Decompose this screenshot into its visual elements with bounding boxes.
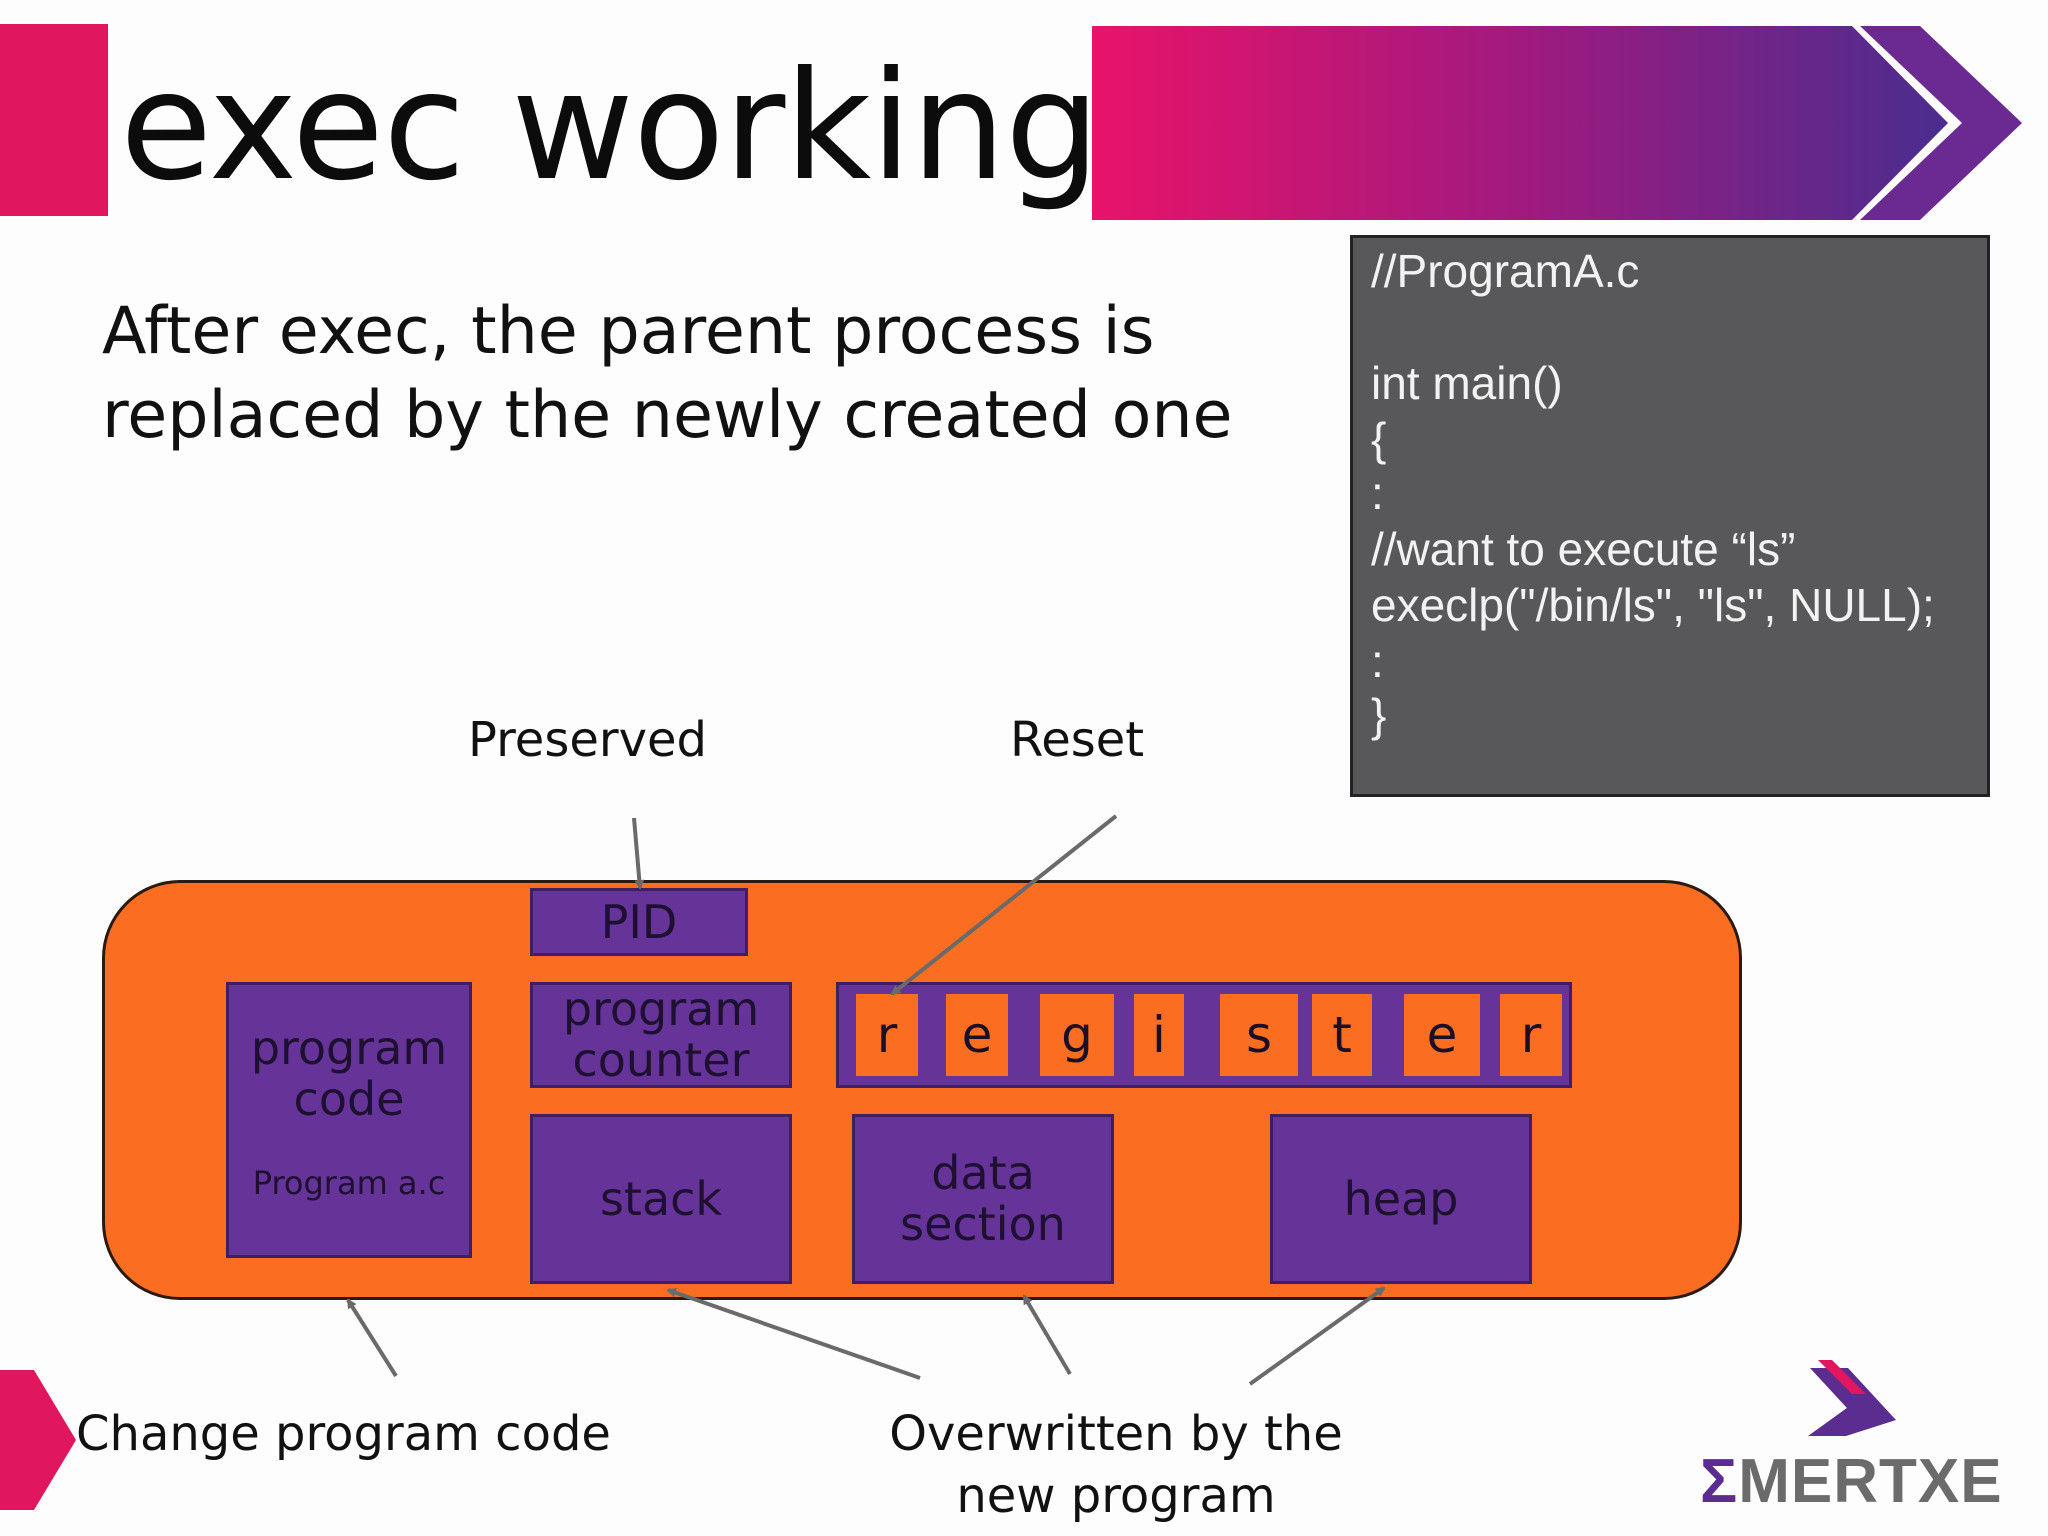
- stack-arrow: [666, 1287, 921, 1380]
- stack-label: stack: [599, 1171, 723, 1226]
- data-section-box: data section: [852, 1114, 1114, 1284]
- code-line: execlp("/bin/ls", "ls", NULL);: [1371, 579, 1935, 631]
- title-accent-bar: [0, 24, 108, 216]
- register-cell: r: [1500, 994, 1562, 1076]
- program-file-label: Program a.c: [252, 1164, 446, 1203]
- code-snippet-box: //ProgramA.c int main() { : //want to ex…: [1350, 235, 1990, 797]
- slide-subtitle: After exec, the parent process is replac…: [102, 290, 1233, 458]
- register-cell: s: [1220, 994, 1298, 1076]
- logo-chevron-icon: [1808, 1360, 1896, 1436]
- heap-label: heap: [1343, 1171, 1459, 1226]
- emertxe-logo: ΣMERTXE: [1690, 1360, 2030, 1520]
- register-cell: e: [1404, 994, 1480, 1076]
- program-code-box: program code Program a.c: [226, 982, 472, 1258]
- pid-label: PID: [600, 894, 678, 949]
- register-cell: e: [946, 994, 1008, 1076]
- stack-box: stack: [530, 1114, 792, 1284]
- register-cell: i: [1134, 994, 1184, 1076]
- subtitle-line-2: replaced by the newly created one: [102, 378, 1233, 453]
- code-line: }: [1371, 689, 1387, 741]
- register-cell: t: [1312, 994, 1372, 1076]
- code-line: //ProgramA.c: [1371, 245, 1640, 297]
- data-section-label-2: section: [900, 1197, 1066, 1251]
- logo-text: MERTXE: [1738, 1447, 2003, 1516]
- pid-box: PID: [530, 888, 748, 956]
- program-counter-label-2: counter: [572, 1033, 750, 1087]
- code-line: int main(): [1371, 357, 1563, 409]
- data-section-label-1: data: [931, 1146, 1035, 1201]
- logo-sigma: Σ: [1700, 1447, 1739, 1516]
- banner-chevron: [1860, 26, 2022, 220]
- header-banner-graphic: [1092, 26, 2022, 220]
- subtitle-line-1: After exec, the parent process is: [102, 294, 1155, 369]
- overwritten-label-line-1: Overwritten by the: [889, 1406, 1343, 1462]
- program-code-label-1: program: [250, 1021, 448, 1075]
- register-cell: r: [856, 994, 918, 1076]
- code-line: {: [1371, 413, 1387, 465]
- heap-box: heap: [1270, 1114, 1532, 1284]
- reset-label: Reset: [1010, 712, 1145, 768]
- slide-title: exec working: [120, 40, 1100, 214]
- program-code-arrow: [346, 1298, 398, 1378]
- code-line: :: [1371, 635, 1384, 687]
- heap-arrow: [1248, 1286, 1386, 1386]
- data-section-arrow: [1022, 1294, 1072, 1376]
- banner-band: [1092, 26, 1948, 220]
- program-counter-box: program counter: [530, 982, 792, 1088]
- corner-chevron-decoration: [0, 1370, 76, 1510]
- code-line: :: [1371, 467, 1384, 519]
- program-code-label-2: code: [293, 1071, 405, 1126]
- preserved-arrow: [632, 817, 645, 890]
- reset-arrow: [890, 814, 1118, 996]
- change-program-code-label: Change program code: [76, 1406, 611, 1462]
- preserved-label: Preserved: [468, 712, 707, 768]
- overwritten-label-line-2: new program: [956, 1468, 1276, 1524]
- code-line: //want to execute “ls”: [1371, 523, 1796, 575]
- program-counter-label-1: program: [562, 982, 760, 1037]
- register-cell: g: [1040, 994, 1114, 1076]
- logo-wordmark: ΣMERTXE: [1700, 1446, 2003, 1517]
- overwritten-label: Overwritten by the new program: [860, 1406, 1372, 1524]
